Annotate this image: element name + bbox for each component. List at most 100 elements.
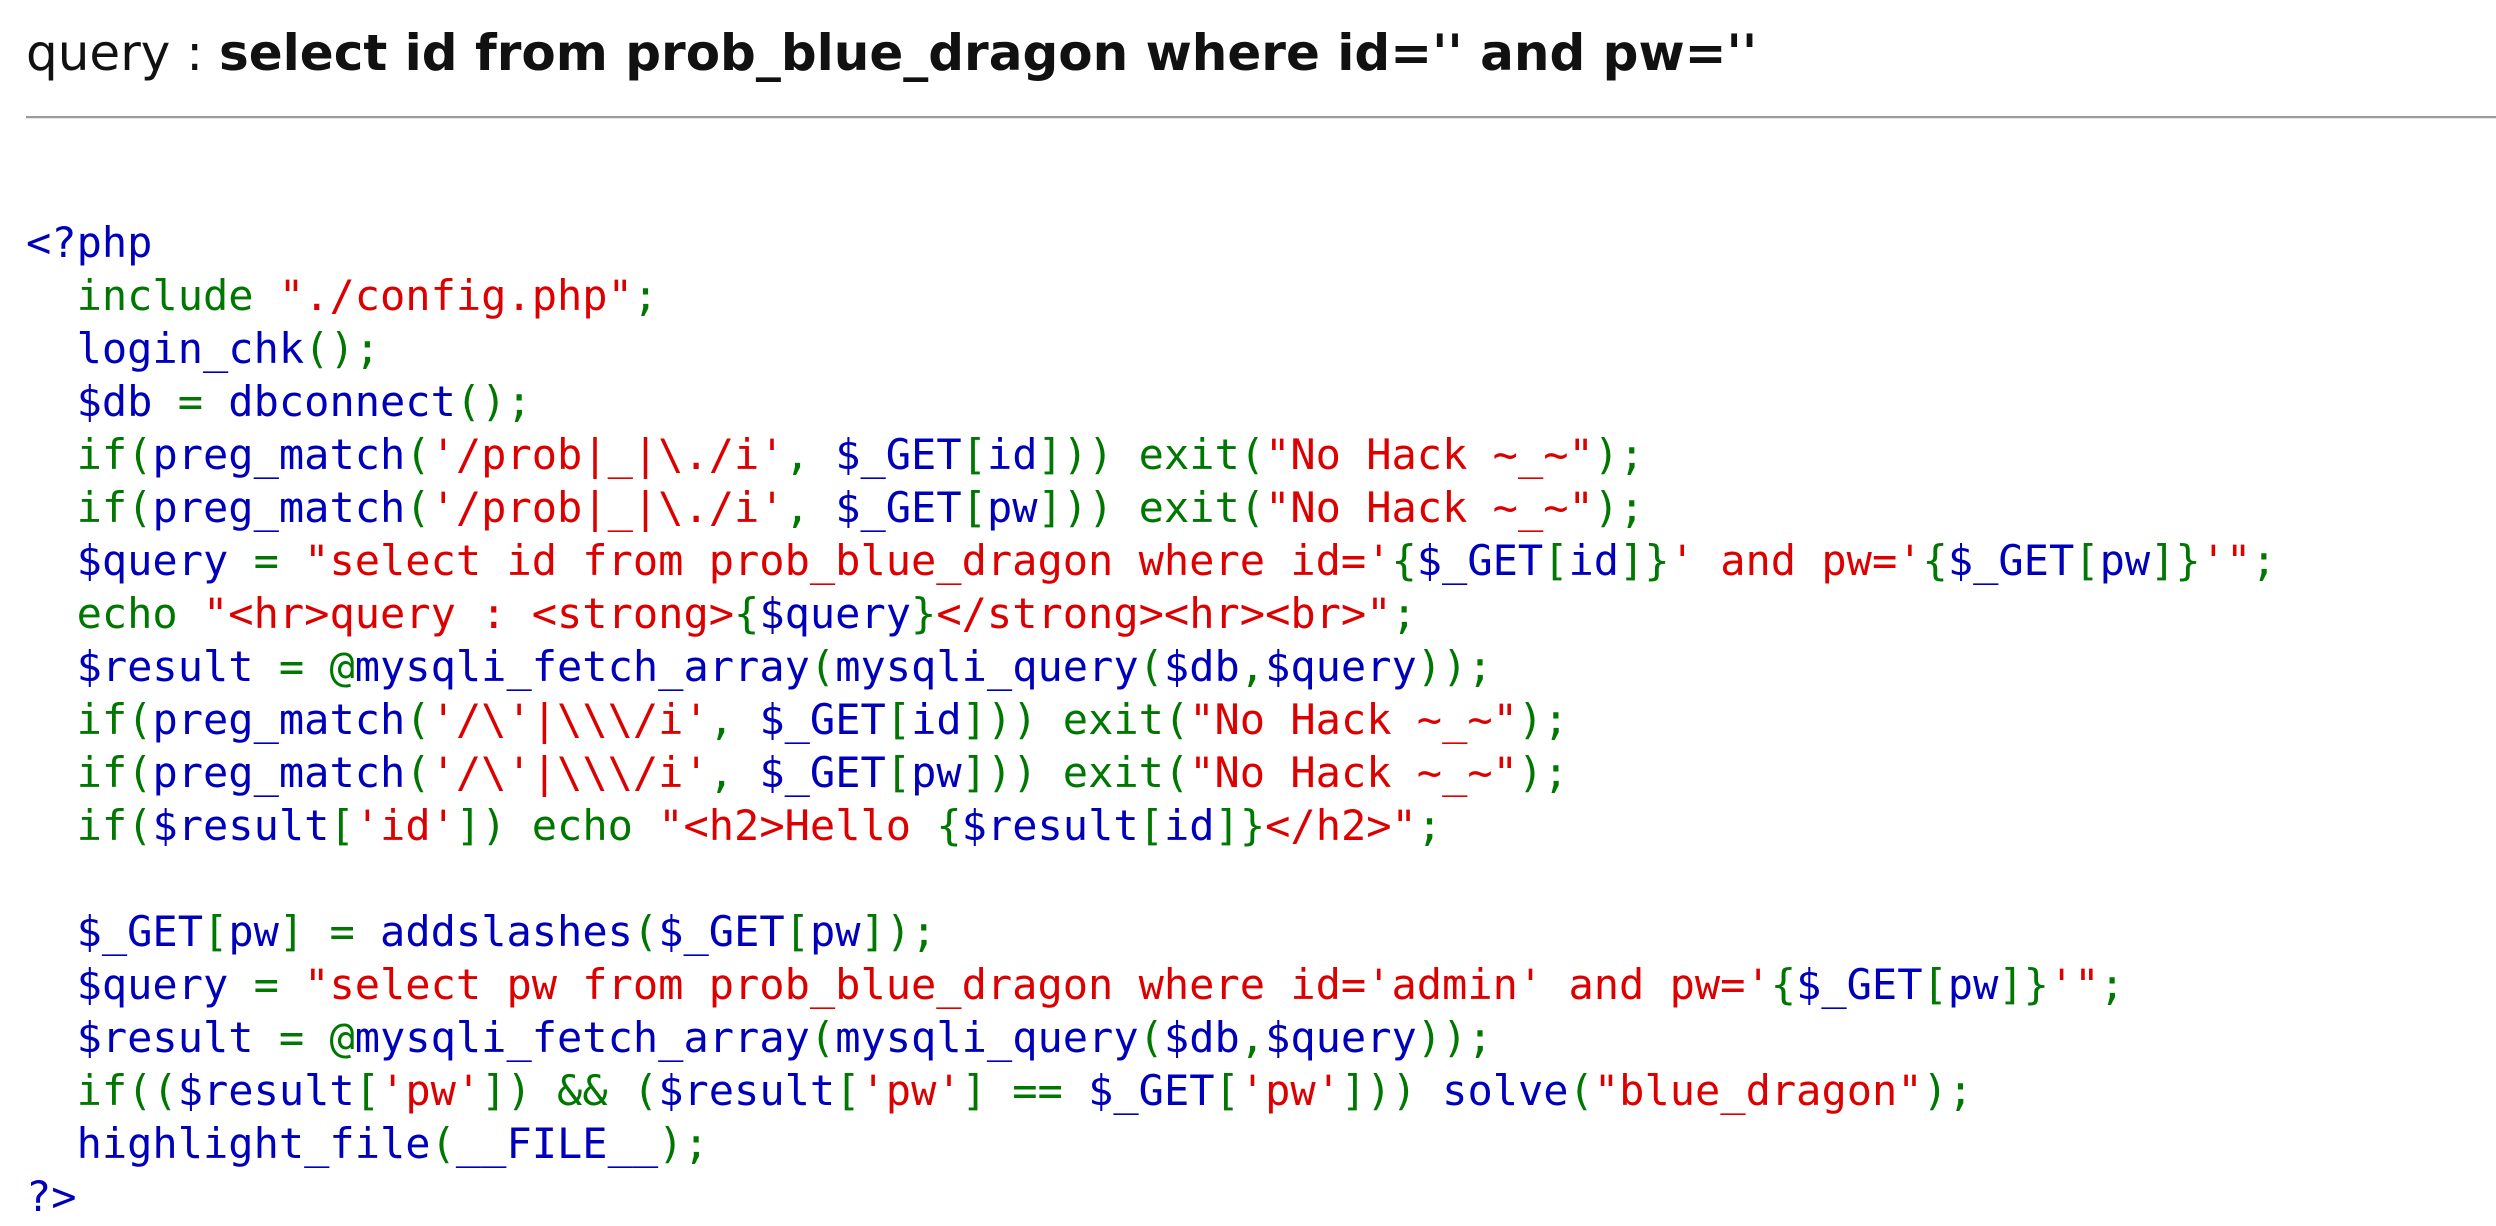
code-token: ?> <box>26 1172 77 1221</box>
code-token: ]} <box>1619 536 1670 585</box>
code-token: , <box>1239 1013 1266 1062</box>
code-token: '" <box>2048 960 2100 1009</box>
code-token: { <box>734 589 760 638</box>
code-token: $result <box>26 642 279 691</box>
code-token: ); <box>1593 430 1645 479</box>
code-token: ; <box>632 271 659 320</box>
code-line: login_chk(); <box>26 322 2277 375</box>
code-line: if($result['id']) echo "<h2>Hello {$resu… <box>26 799 2277 852</box>
code-token: echo <box>26 589 204 638</box>
code-token: [ <box>2074 536 2100 585</box>
code-token: = @ <box>278 1013 355 1062</box>
code-token: ( <box>1568 1066 1594 1115</box>
code-token: $_GET <box>835 430 962 479</box>
code-token: "blue_dragon" <box>1593 1066 1923 1115</box>
code-line: if(($result['pw']) && ($result['pw'] == … <box>26 1064 2277 1117</box>
code-token: [ <box>885 748 912 797</box>
code-token: ( <box>405 430 431 479</box>
code-token: $_GET <box>759 748 886 797</box>
code-token: if( <box>26 695 153 744</box>
code-token: dbconnect <box>228 377 456 426</box>
code-line: $query = "select pw from prob_blue_drago… <box>26 958 2277 1011</box>
code-token: $result <box>26 1013 279 1062</box>
code-token: "./config.php" <box>278 271 633 320</box>
code-token: { <box>936 801 962 850</box>
code-token: if( <box>26 430 153 479</box>
code-token: [ <box>961 483 987 532</box>
code-token: ] == <box>961 1066 1089 1115</box>
code-token: pw <box>228 907 279 956</box>
code-token: ( <box>809 1013 836 1062</box>
code-token: { <box>1391 536 1417 585</box>
code-token: ] = <box>278 907 381 956</box>
code-token: mysqli_fetch_array <box>354 1013 810 1062</box>
code-token: [ <box>1543 536 1569 585</box>
code-token: "No Hack ~_~" <box>1265 483 1594 532</box>
code-line <box>26 852 2277 905</box>
code-token: preg_match <box>152 430 406 479</box>
code-token: '/prob|_|\./i' <box>430 483 785 532</box>
code-token: , <box>784 430 836 479</box>
code-token: { <box>1770 960 1797 1009</box>
code-token: ); <box>1922 1066 1974 1115</box>
code-token: "<hr>query : <strong> <box>203 589 735 638</box>
code-token: pw <box>2099 536 2151 585</box>
code-token: include <box>26 271 279 320</box>
code-token: ( <box>632 907 659 956</box>
code-token: [ <box>354 1066 381 1115</box>
code-token: ; <box>1416 801 1443 850</box>
code-line: $result = @mysqli_fetch_array(mysqli_que… <box>26 1011 2277 1064</box>
code-token: 'id' <box>354 801 456 850</box>
code-token: $db <box>1163 1013 1240 1062</box>
code-line: if(preg_match('/prob|_|\./i', $_GET[id])… <box>26 428 2277 481</box>
code-line: <?php <box>26 216 2277 269</box>
code-token: pw <box>986 483 1038 532</box>
code-token: ( <box>1138 1013 1164 1062</box>
code-token: "No Hack ~_~" <box>1189 695 1518 744</box>
code-token: id <box>911 695 962 744</box>
code-token: [ <box>1922 960 1948 1009</box>
code-line: if(preg_match('/\'|\\\/i', $_GET[pw])) e… <box>26 746 2277 799</box>
code-token: $_GET <box>1796 960 1923 1009</box>
code-token: "<h2>Hello <box>658 801 937 850</box>
code-line: $result = @mysqli_fetch_array(mysqli_que… <box>26 640 2277 693</box>
code-token: ( <box>405 695 431 744</box>
code-token: id <box>986 430 1038 479</box>
code-token: ])) exit( <box>961 748 1190 797</box>
code-token: (); <box>455 377 532 426</box>
code-token: ); <box>1517 695 1569 744</box>
code-token: addslashes <box>380 907 633 956</box>
code-token: preg_match <box>152 483 406 532</box>
code-token: id <box>1163 801 1215 850</box>
code-token: "No Hack ~_~" <box>1189 748 1518 797</box>
code-token: [ <box>885 695 912 744</box>
code-token: ; <box>2251 536 2277 585</box>
code-token: ]); <box>860 907 937 956</box>
code-token: ])) exit( <box>1037 430 1266 479</box>
code-token: '/prob|_|\./i' <box>430 430 785 479</box>
code-token: 'pw' <box>380 1066 482 1115</box>
code-line: include "./config.php"; <box>26 269 2277 322</box>
code-token: "No Hack ~_~" <box>1265 430 1594 479</box>
code-token: $_GET <box>1088 1066 1215 1115</box>
code-token <box>26 854 51 903</box>
code-token: ]} <box>1998 960 2049 1009</box>
source-code-block: <?php include "./config.php"; login_chk(… <box>26 216 2277 1223</box>
code-line: $query = "select id from prob_blue_drago… <box>26 534 2277 587</box>
code-token: if(( <box>26 1066 178 1115</box>
code-token: ])) exit( <box>1037 483 1266 532</box>
code-token: ])) exit( <box>961 695 1190 744</box>
code-token: pw <box>1947 960 1999 1009</box>
code-token: $db <box>1163 642 1240 691</box>
code-token: ); <box>658 1119 709 1168</box>
code-token: , <box>708 695 760 744</box>
code-token: [ <box>329 801 355 850</box>
code-token: $_GET <box>658 907 785 956</box>
code-token: $query <box>1265 642 1417 691</box>
code-token: (); <box>304 324 381 373</box>
code-token: , <box>708 748 760 797</box>
code-token: [ <box>1214 1066 1240 1115</box>
code-token: __FILE__ <box>455 1119 659 1168</box>
code-token: } <box>911 589 937 638</box>
code-token: ( <box>405 748 431 797</box>
